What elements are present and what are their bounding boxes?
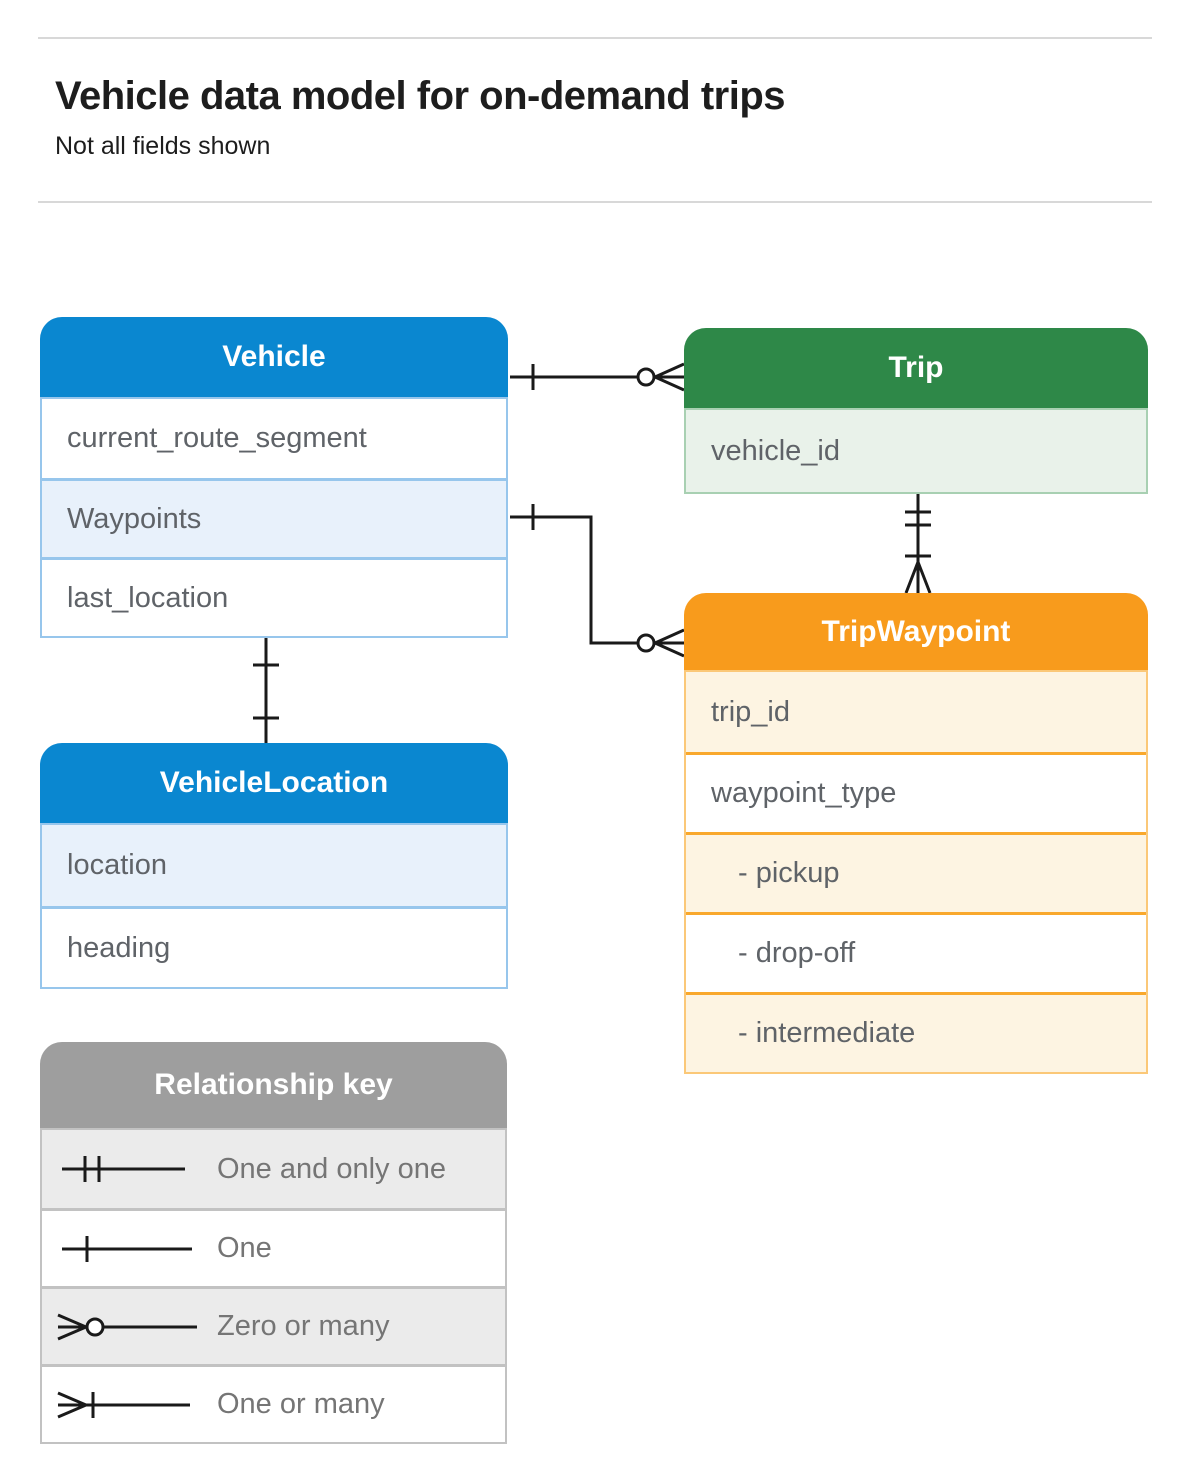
legend-row-one-and-only-one: One and only one — [42, 1130, 505, 1208]
entity-tripwaypoint-title: TripWaypoint — [821, 614, 1011, 648]
field-heading: heading — [42, 906, 506, 987]
connector-trip-to-tripwaypoint — [904, 490, 932, 594]
entity-vehiclelocation-title: VehicleLocation — [159, 766, 389, 799]
entity-vehiclelocation-header: VehicleLocation — [40, 743, 508, 823]
entity-trip: Trip vehicle_id — [684, 328, 1148, 494]
entity-trip-title: Trip — [888, 351, 944, 384]
entity-trip-header: Trip — [684, 328, 1148, 408]
legend-row-one: One — [42, 1208, 505, 1286]
field-waypoint-type: waypoint_type — [686, 752, 1146, 832]
connector-vehicle-to-trip — [510, 362, 685, 392]
entity-vehicle-title: Vehicle — [222, 340, 326, 373]
field-waypoint-type-pickup: - pickup — [686, 832, 1146, 912]
field-location: location — [42, 825, 506, 906]
connector-vehicle-to-vehiclelocation — [253, 636, 279, 743]
entity-tripwaypoint-fields: trip_id waypoint_type - pickup - drop-of… — [684, 670, 1148, 1074]
page-title: Vehicle data model for on-demand trips — [55, 74, 786, 118]
header-divider — [38, 201, 1152, 203]
entity-trip-fields: vehicle_id — [684, 408, 1148, 494]
legend-row-zero-or-many: Zero or many — [42, 1286, 505, 1364]
field-current-route-segment: current_route_segment — [42, 399, 506, 478]
one-and-only-one-icon — [62, 1156, 185, 1182]
legend-label: One or many — [217, 1388, 385, 1420]
relationship-key-header: Relationship key — [40, 1042, 507, 1128]
field-last-location: last_location — [42, 557, 506, 636]
relationship-key-title: Relationship key — [154, 1068, 393, 1101]
legend-row-one-or-many: One or many — [42, 1364, 505, 1442]
zero-or-many-icon — [57, 1313, 197, 1340]
field-trip-id: trip_id — [686, 672, 1146, 752]
entity-vehiclelocation: VehicleLocation location heading — [40, 743, 508, 989]
entity-vehiclelocation-fields: location heading — [40, 823, 508, 989]
relationship-key-rows: One and only one One Zero or many — [40, 1128, 507, 1444]
entity-tripwaypoint: TripWaypoint trip_id waypoint_type - pic… — [684, 593, 1148, 1074]
legend-label: One — [217, 1232, 272, 1264]
entity-vehicle-fields: current_route_segment Waypoints last_loc… — [40, 397, 508, 638]
field-waypoints: Waypoints — [42, 478, 506, 557]
one-icon — [62, 1235, 192, 1262]
entity-tripwaypoint-header: TripWaypoint — [684, 593, 1148, 670]
field-waypoint-type-drop-off: - drop-off — [686, 912, 1146, 992]
field-vehicle-id: vehicle_id — [686, 410, 1146, 492]
entity-vehicle: Vehicle current_route_segment Waypoints … — [40, 317, 508, 638]
legend-label: Zero or many — [217, 1310, 390, 1342]
relationship-key: Relationship key One and only one One — [40, 1042, 507, 1444]
one-or-many-icon — [57, 1391, 190, 1418]
entity-vehicle-header: Vehicle — [40, 317, 508, 397]
field-waypoint-type-intermediate: - intermediate — [686, 992, 1146, 1072]
legend-label: One and only one — [217, 1152, 446, 1185]
connector-waypoints-to-tripwaypoint — [510, 504, 685, 658]
top-divider — [38, 37, 1152, 39]
page-subtitle: Not all fields shown — [55, 132, 271, 160]
